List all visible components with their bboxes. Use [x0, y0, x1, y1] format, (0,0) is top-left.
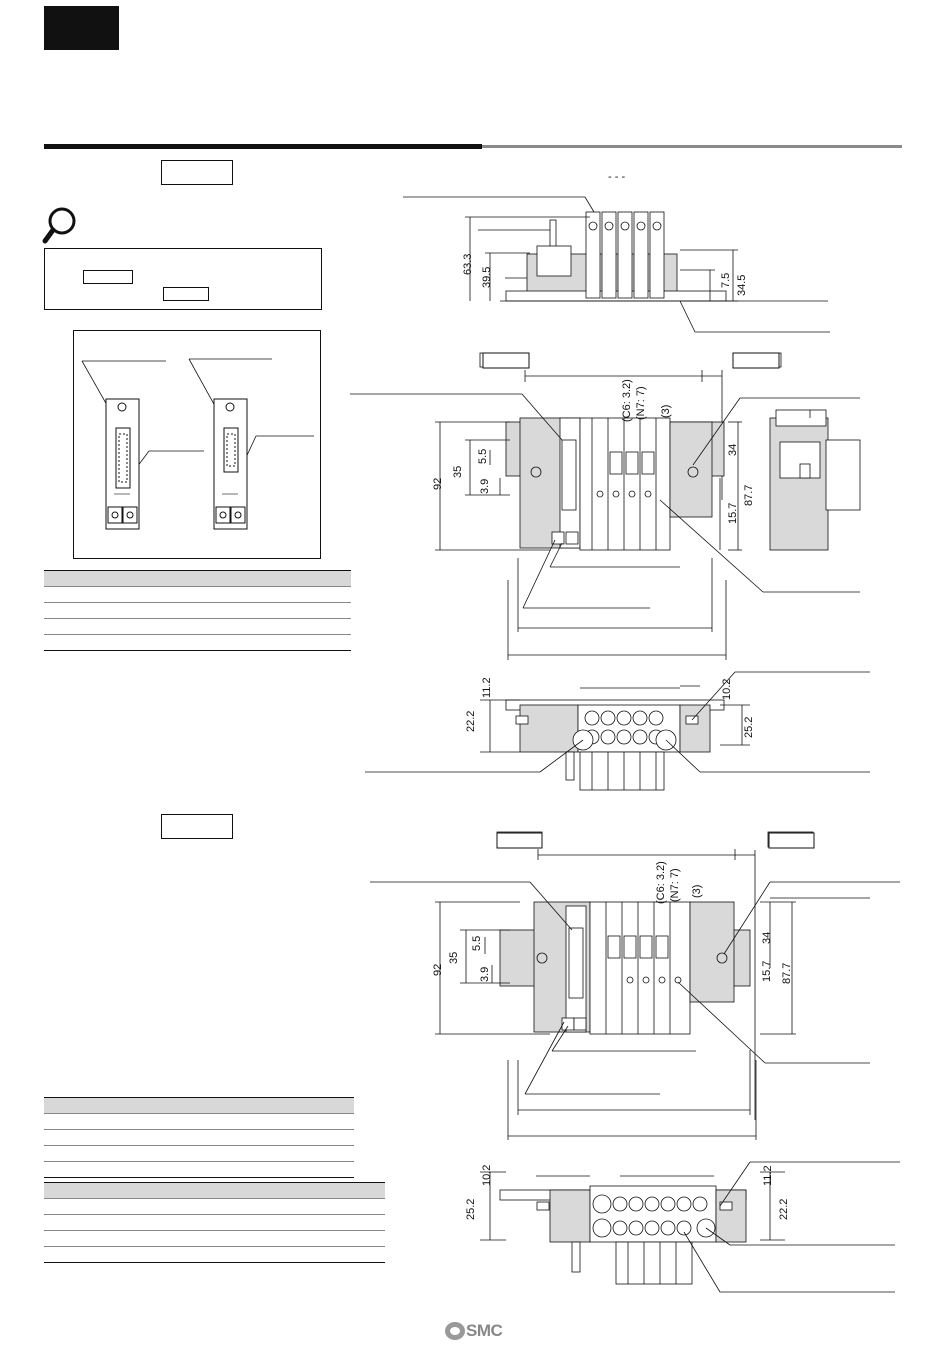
dim-15-7-a: 15.7: [727, 503, 739, 524]
dim-34-b: 34: [761, 932, 773, 944]
top-view-drawing: [403, 196, 830, 333]
dim-63-3: 63.3: [462, 254, 474, 275]
page-tab-marker: [44, 6, 119, 50]
bottom-view-1-drawing: [365, 671, 870, 791]
section-label-box-1: [161, 160, 233, 185]
dim-39-5: 39.5: [481, 267, 493, 288]
front-view-1-drawing: [350, 352, 860, 660]
smc-logo-text: SMC: [466, 1321, 503, 1340]
dim-25-2-b: 25.2: [465, 1199, 477, 1220]
dim-15-7-b: 15.7: [761, 961, 773, 982]
dim-34-a: 34: [727, 444, 739, 456]
bottom-view-2-drawing: [480, 1161, 900, 1293]
smc-logo-mark-icon: [445, 1322, 465, 1340]
section-rule-light: [482, 145, 902, 148]
dim-11-2-a: 11.2: [481, 677, 493, 698]
technical-drawings: - - - 63.3 39.5 7.5 34.5 92 35 5.5 3.9 (…: [350, 171, 900, 1293]
dim-3-9-b: 3.9: [479, 967, 491, 982]
dim-25-2-a: 25.2: [743, 717, 755, 738]
dim-5-5-b: 5.5: [471, 936, 483, 951]
spec-table-3: [44, 1182, 385, 1263]
dim-92-b: 92: [432, 964, 444, 976]
dim-22-2-b: 22.2: [778, 1199, 790, 1220]
spec-table-2: [44, 1097, 354, 1178]
dim-34-5: 34.5: [736, 275, 748, 296]
dim-35-a: 35: [452, 466, 464, 478]
smc-logo: SMC: [444, 1318, 510, 1344]
dim-3-paren-b: (3): [691, 885, 703, 898]
dim-3-paren-a: (3): [660, 405, 672, 418]
front-view-2-drawing: [370, 831, 900, 1140]
magnifier-icon: [42, 207, 76, 244]
dim-22-2-a: 22.2: [465, 711, 477, 732]
view-label-box-c: [496, 832, 543, 849]
dim-87-7-a: 87.7: [743, 485, 755, 506]
view-label-box-a: [482, 352, 530, 369]
view-label-box-d: [768, 832, 815, 849]
dim-10-2-a: 10.2: [721, 679, 733, 700]
dim-n7-a: (N7: 7): [635, 386, 647, 420]
dim-n7-b: (N7: 7): [669, 868, 681, 902]
dim-dashes: - - -: [608, 171, 625, 183]
dim-92-a: 92: [432, 478, 444, 490]
dim-c6-b: (C6: 3.2): [655, 861, 667, 904]
dim-11-2-b: 11.2: [762, 1165, 774, 1186]
connector-drawing: [81, 358, 314, 530]
side-view-1-drawing: [769, 409, 861, 551]
spec-table-1: [44, 570, 351, 651]
connector-illustration-panel: [73, 330, 321, 559]
note-inline-box-2: [163, 287, 209, 301]
section-label-box-2: [161, 814, 233, 839]
dim-7-5: 7.5: [720, 273, 732, 288]
view-label-box-b: [732, 352, 780, 369]
dim-35-b: 35: [448, 952, 460, 964]
dim-10-2-b: 10.2: [481, 1165, 493, 1186]
section-rule-dark: [44, 144, 482, 149]
note-inline-box-1: [83, 270, 133, 284]
dim-5-5-a: 5.5: [477, 449, 489, 464]
dim-3-9-a: 3.9: [479, 479, 491, 494]
note-box: [44, 248, 322, 310]
dim-c6-a: (C6: 3.2): [621, 379, 633, 422]
dim-87-7-b: 87.7: [781, 963, 793, 984]
